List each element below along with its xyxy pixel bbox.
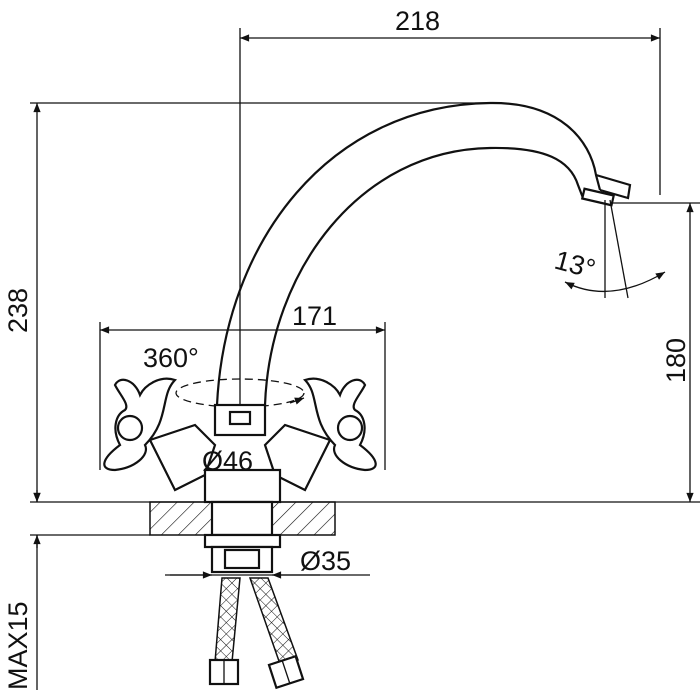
label-171: 171: [292, 301, 337, 331]
extension-lines: [30, 28, 700, 536]
mounting-shank: [203, 533, 282, 574]
label-35: Ø35: [300, 546, 351, 576]
spout: [215, 101, 632, 406]
faucet-body: [103, 377, 377, 504]
label-46: Ø46: [202, 446, 253, 476]
label-218: 218: [395, 6, 440, 36]
supply-hoses: [208, 577, 305, 690]
label-13: 13°: [551, 245, 598, 285]
label-238: 238: [3, 288, 33, 333]
angle-13: [564, 199, 666, 299]
label-360: 360°: [143, 343, 199, 373]
label-180: 180: [661, 338, 691, 383]
label-max15: MAX15: [3, 601, 33, 690]
